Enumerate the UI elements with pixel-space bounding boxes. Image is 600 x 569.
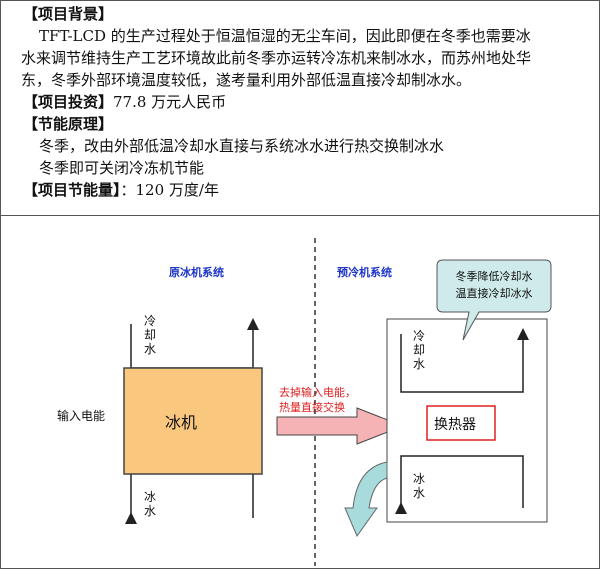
curved-arrow [344, 461, 388, 538]
bubble-line-2: 温直接冷却冰水 [455, 287, 533, 300]
transfer-arrow [276, 407, 405, 445]
left-system-title: 原冰机系统 [169, 266, 224, 279]
right-chilled-pipe [395, 455, 524, 514]
principle-line-2: 冬季即可关闭冷冻机节能 [39, 159, 205, 177]
chiller-box [123, 367, 263, 475]
bubble-text: 冬季降低冷却水 温直接冷却冰水 [439, 268, 549, 302]
description-panel: 【项目背景】 TFT-LCD 的生产过程处于恒温恒湿的无尘车间，因此即便在冬季也… [1, 1, 599, 216]
right-system-title: 预冷机系统 [337, 266, 392, 279]
input-power-label: 输入电能 [57, 409, 106, 423]
remove-note-line-1: 去掉输入电能， [279, 386, 356, 399]
heat-exchanger-box [426, 405, 496, 441]
left-cooling-water-label: 冷却水 [143, 314, 156, 356]
chiller-label: 冰机 [165, 413, 198, 432]
system-diagram: 原冰机系统 预冷机系统 输入电能 冰机 冷却水 冰水 去掉输入电能， 热量直接交… [1, 216, 599, 568]
right-chilled-water-label: 冰水 [412, 472, 425, 500]
investment-line: 【项目投资】77.8 万元人民币 [23, 93, 227, 111]
left-chilled-water-label: 冰水 [143, 490, 156, 518]
bubble-line-1: 冬季降低冷却水 [455, 270, 533, 283]
bubble-shape [436, 259, 552, 341]
savings-line: 【项目节能量】：120 万度/年 [23, 181, 219, 199]
principle-heading: 【节能原理】 [23, 115, 114, 133]
remove-power-note: 去掉输入电能， 热量直接交换 [279, 385, 356, 415]
background-line-2: 水来调节维持生产工艺环境故此前冬季亦运转冷冻机来制冰水，而苏州地处华 [21, 49, 532, 67]
right-cooling-pipe [400, 328, 529, 393]
remove-note-line-2: 热量直接交换 [279, 401, 345, 414]
background-heading: 【项目背景】 [23, 5, 114, 23]
principle-line-1: 冬季，改由外部低温冷却水直接与系统冰水进行热交换制冰水 [39, 137, 445, 155]
heat-exchanger-label: 换热器 [434, 417, 476, 433]
right-cooling-water-label: 冷却水 [412, 329, 425, 371]
diagram-graphics [123, 238, 552, 566]
background-line-3: 东，冬季外部环境温度较低，遂考量利用外部低温直接冷却制冰水。 [21, 71, 472, 89]
background-line-1: TFT-LCD 的生产过程处于恒温恒湿的无尘车间，因此即便在冬季也需要冰 [39, 27, 531, 45]
